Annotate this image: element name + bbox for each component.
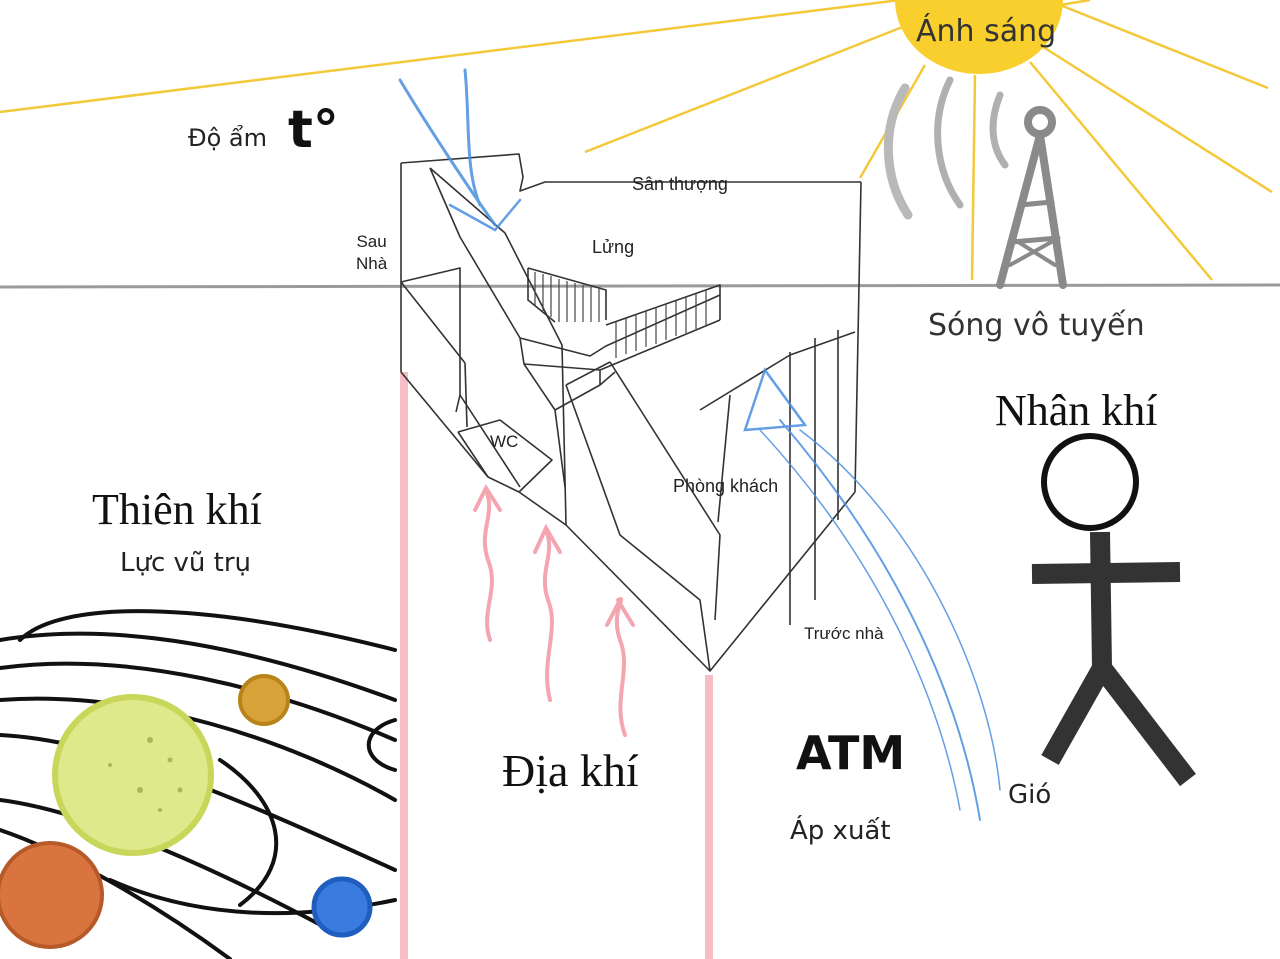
label-sau-nha: Sau Nhà <box>356 232 388 273</box>
label-luc-vu-tru: Lực vũ trụ <box>120 548 252 578</box>
sun-rays <box>0 0 1273 281</box>
label-gio: Gió <box>1008 780 1052 810</box>
label-song-vo-tuyen: Sóng vô tuyến <box>928 308 1145 343</box>
label-san-thuong: Sân thượng <box>632 174 728 194</box>
label-nhan-khi: Nhân khí <box>995 386 1158 435</box>
earth-boundary-lines <box>400 372 713 959</box>
house-section <box>400 153 862 672</box>
stick-figure-icon <box>1031 433 1196 787</box>
planets-icon <box>0 609 397 959</box>
label-do-am: Độ ẩm <box>188 124 267 152</box>
label-dia-khi: Địa khí <box>502 745 639 796</box>
label-truoc-nha: Trước nhà <box>804 624 884 643</box>
label-atm: ATM <box>796 726 906 780</box>
label-nhiet-do: t° <box>288 100 339 160</box>
label-lung: Lửng <box>592 237 635 257</box>
sun-icon <box>895 0 1063 74</box>
wind-arrow-icon <box>398 68 1001 821</box>
railings <box>534 272 707 358</box>
heat-arrow-icon <box>473 483 635 737</box>
label-phong-khach: Phòng khách <box>673 476 779 496</box>
radio-tower-icon <box>884 76 1067 289</box>
label-anh-sang: Ánh sáng <box>916 14 1057 49</box>
label-wc: WC <box>490 432 519 451</box>
ground-line <box>0 283 1280 289</box>
label-thien-khi: Thiên khí <box>92 485 262 534</box>
label-ap-xuat: Áp xuất <box>790 816 891 846</box>
